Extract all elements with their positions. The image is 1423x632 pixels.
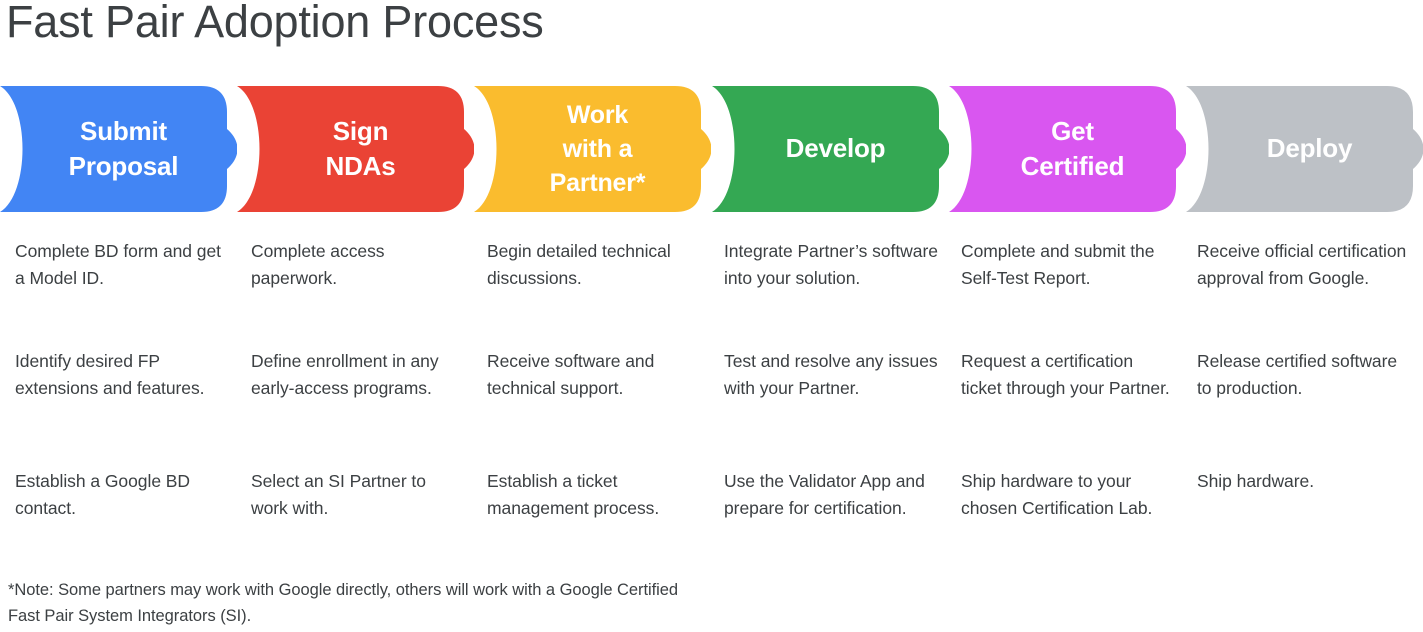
footnote-note: *Note: Some partners may work with Googl… <box>8 581 679 625</box>
detail-item: Define enrollment in any early-access pr… <box>251 351 439 398</box>
chevron-shape <box>949 86 1186 212</box>
process-detail-grid: Complete BD form and get a Model ID. Iden… <box>0 238 1423 548</box>
detail-item: Complete BD form and get a Model ID. <box>15 241 221 288</box>
chevron-graphic <box>949 86 1186 212</box>
process-step-sign-ndas[interactable]: Sign NDAs <box>237 86 474 212</box>
chevron-graphic <box>0 86 237 212</box>
process-step-label-sign-ndas: Sign NDAs <box>325 115 396 181</box>
process-step-label-get-certified: Get Certified <box>1020 115 1125 181</box>
process-step-work-with-a-partner[interactable]: Work with a Partner* <box>474 86 711 212</box>
detail-item: Complete access paperwork. <box>251 241 385 288</box>
detail-item: Request a certification ticket through y… <box>961 351 1170 398</box>
chevron-graphic <box>1186 86 1423 212</box>
process-step-develop[interactable]: Develop <box>712 86 949 212</box>
chevron-graphic <box>474 86 711 212</box>
page-title: Fast Pair Adoption Process <box>6 0 544 47</box>
detail-item: Receive software and technical support. <box>487 351 655 398</box>
process-step-label-deploy: Deploy <box>1266 133 1353 164</box>
detail-item: Test and resolve any issues with your Pa… <box>724 351 938 398</box>
chevron-shape <box>474 86 711 212</box>
detail-item: Establish a ticket management process. <box>487 471 660 518</box>
detail-item: Identify desired FP extensions and featu… <box>15 351 205 398</box>
process-step-label-submit-proposal: Submit Proposal <box>68 115 179 181</box>
chevron-shape <box>712 86 949 212</box>
detail-item: Receive official certification approval … <box>1197 241 1407 288</box>
detail-item: Complete and submit the Self-Test Report… <box>961 241 1155 288</box>
process-step-deploy[interactable]: Deploy <box>1186 86 1423 212</box>
detail-item: Integrate Partner’s software into your s… <box>724 241 938 288</box>
detail-item: Ship hardware. <box>1197 471 1315 491</box>
detail-item: Begin detailed technical discussions. <box>487 241 671 288</box>
chevron-shape <box>1186 86 1423 212</box>
detail-item: Establish a Google BD contact. <box>15 471 191 518</box>
process-step-label-work-with-a-partner: Work with a Partner* <box>549 101 646 197</box>
chevron-shape <box>237 86 474 212</box>
detail-item: Release certified software to production… <box>1197 351 1398 398</box>
chevron-graphic <box>712 86 949 212</box>
process-step-get-certified[interactable]: Get Certified <box>949 86 1186 212</box>
chevron-shape <box>0 86 237 212</box>
process-step-submit-proposal[interactable]: Submit Proposal <box>0 86 237 212</box>
detail-item: Ship hardware to your chosen Certificati… <box>961 471 1153 518</box>
chevron-graphic <box>237 86 474 212</box>
detail-item: Use the Validator App and prepare for ce… <box>724 471 925 518</box>
detail-item: Select an SI Partner to work with. <box>251 471 426 518</box>
process-step-label-develop: Develop <box>785 133 886 164</box>
process-step-band: Submit Proposal Sign NDAs Work with a Part… <box>0 86 1423 212</box>
